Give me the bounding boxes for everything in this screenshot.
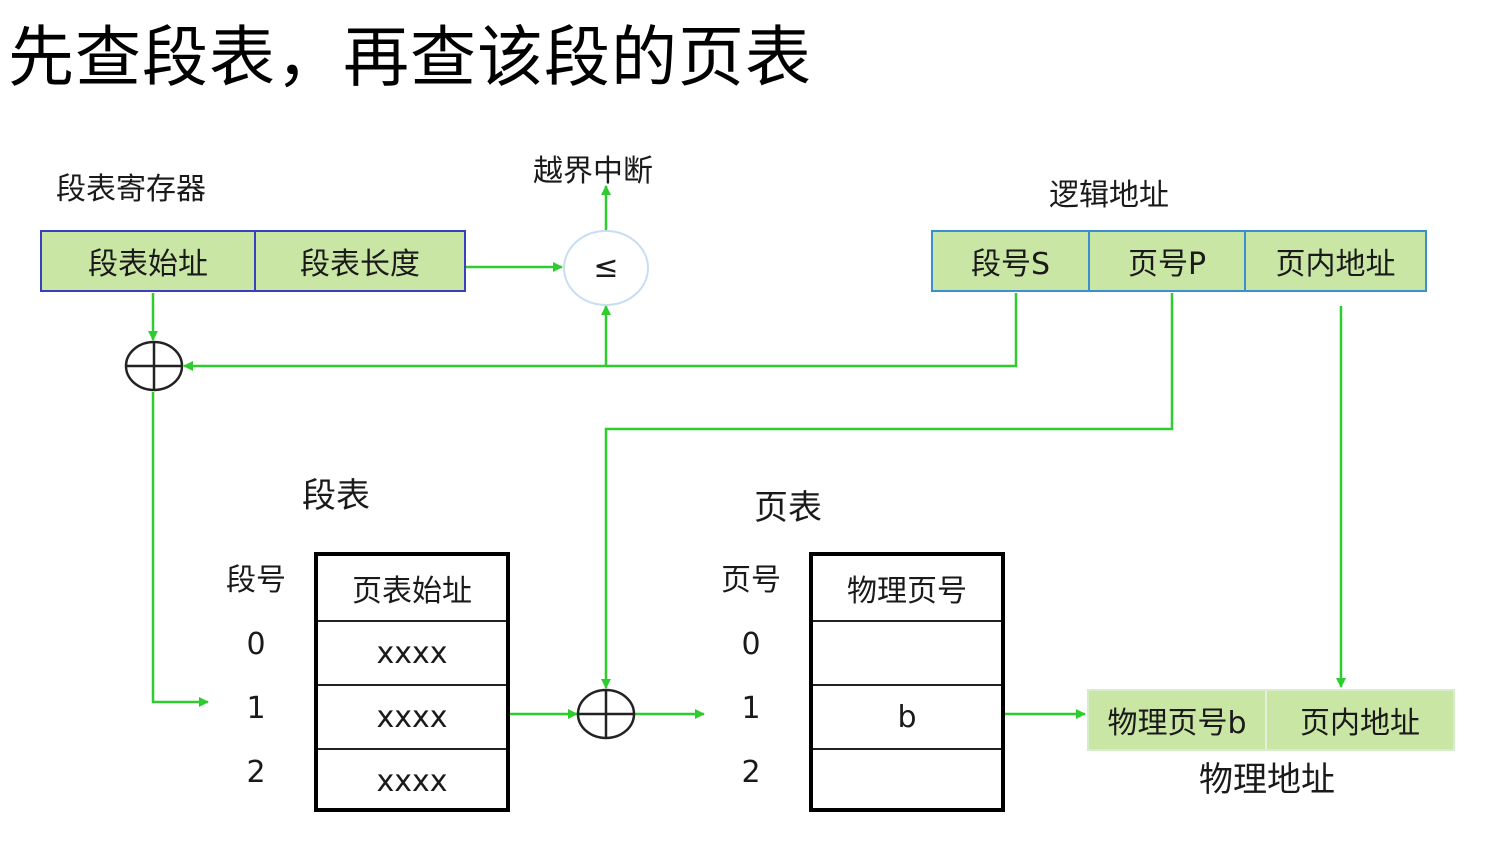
page-table-row: b [813, 684, 1001, 748]
adder-icon [576, 688, 636, 740]
wire-segment-number [183, 293, 1018, 371]
page-index: 0 [741, 627, 761, 662]
segment-register: 段表始址 段表长度 [40, 230, 466, 292]
page-table-label: 页表 [754, 488, 822, 528]
page-offset-cell: 页内地址 [1244, 232, 1425, 290]
overflow-interrupt-label: 越界中断 [533, 154, 653, 189]
segment-table-label: 段表 [302, 476, 370, 516]
physical-offset-cell: 页内地址 [1265, 691, 1453, 749]
compare-node [563, 230, 649, 306]
segment-table-row: xxxx [318, 748, 506, 812]
adder-icon [124, 340, 184, 392]
segment-table-length-cell: 段表长度 [254, 232, 464, 290]
page-table-row [813, 748, 1001, 812]
page-index-header: 页号 [721, 563, 781, 598]
logical-address: 段号S 页号P 页内地址 [931, 230, 1427, 292]
segment-register-label: 段表寄存器 [56, 172, 206, 207]
physical-page-cell: 物理页号b [1107, 706, 1247, 741]
segment-index-header: 段号 [226, 563, 286, 598]
page-table-header: 物理页号 [847, 574, 967, 609]
logical-address-label: 逻辑地址 [1049, 178, 1169, 213]
physical-address-label: 物理地址 [1199, 760, 1335, 800]
segment-index: 0 [246, 627, 266, 662]
page-index: 2 [741, 755, 761, 790]
segment-table-row: xxxx [318, 620, 506, 684]
page-number-cell: 页号P [1088, 232, 1244, 290]
segment-index: 1 [246, 691, 266, 726]
segment-table: 页表始址 xxxx xxxx xxxx [314, 552, 510, 812]
page-title: 先查段表，再查该段的页表 [8, 19, 812, 96]
segment-index: 2 [246, 755, 266, 790]
wire-page-number [601, 293, 1174, 689]
segment-table-row: xxxx [318, 684, 506, 748]
less-equal-symbol: ≤ [593, 250, 619, 285]
page-table-row [813, 620, 1001, 684]
page-index: 1 [741, 691, 761, 726]
page-table: 物理页号 b [809, 552, 1005, 812]
physical-address: 物理页号b 页内地址 [1087, 689, 1455, 751]
wire-adder-to-segment-table [151, 392, 209, 707]
segment-table-header: 页表始址 [352, 574, 472, 609]
segment-table-start-cell: 段表始址 [88, 247, 208, 282]
segment-number-cell: 段号S [970, 247, 1051, 282]
